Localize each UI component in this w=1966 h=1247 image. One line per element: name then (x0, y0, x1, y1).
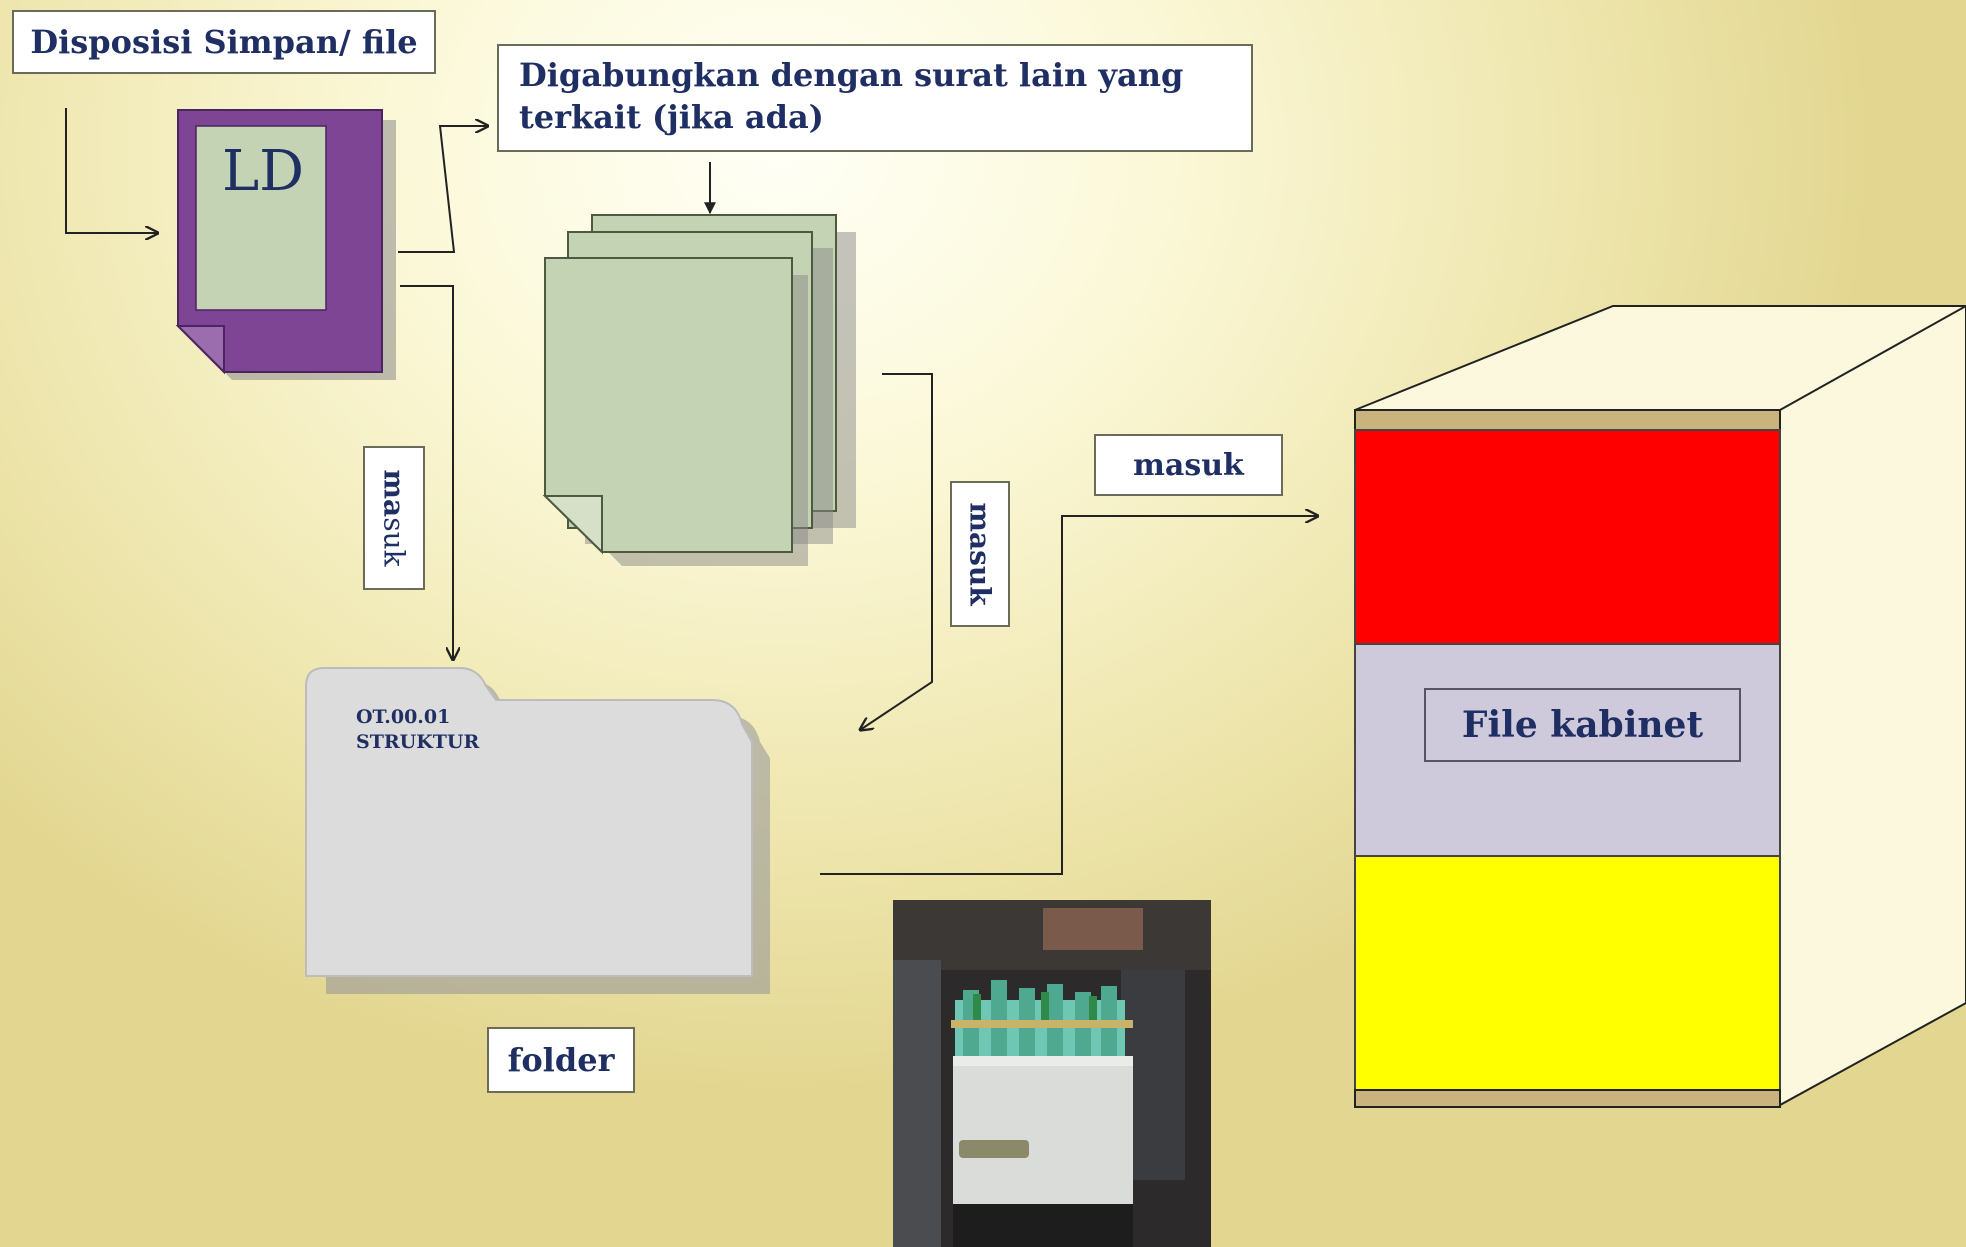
disposisi-simpan-label: Disposisi Simpan/ file (12, 10, 436, 74)
connector-arrows (65, 108, 1318, 875)
folder-label: folder (487, 1027, 635, 1093)
masuk-label-right: masuk (1094, 434, 1283, 496)
masuk-left-bold-part: ma (377, 469, 411, 518)
folder-code-text: OT.00.01 (356, 706, 451, 728)
stacked-documents-icon (542, 214, 856, 566)
masuk-label-left-text: masuk (378, 469, 411, 566)
filing-drawer-image (893, 900, 1211, 1247)
cabinet-bottom-drawer (1354, 855, 1781, 1091)
ld-document-label: LD (221, 139, 305, 204)
cabinet-bottom-trim (1354, 1089, 1781, 1108)
file-cabinet-icon (1354, 305, 1966, 1108)
folder-name-text: STRUKTUR (356, 731, 480, 753)
folder-icon (305, 667, 770, 994)
file-kabinet-label: File kabinet (1424, 688, 1741, 762)
masuk-left-rest-part: suk (377, 517, 411, 567)
cabinet-top-drawer (1354, 429, 1781, 645)
ld-document-icon (175, 109, 396, 380)
masuk-label-left: masuk (363, 446, 425, 590)
masuk-label-middle-text: masuk (963, 502, 997, 606)
masuk-label-middle: masuk (950, 481, 1010, 627)
cabinet-top-trim (1354, 409, 1781, 431)
filing-drawer-photo (893, 900, 1211, 1247)
digabungkan-label: Digabungkan dengan surat lain yang terka… (497, 44, 1253, 152)
